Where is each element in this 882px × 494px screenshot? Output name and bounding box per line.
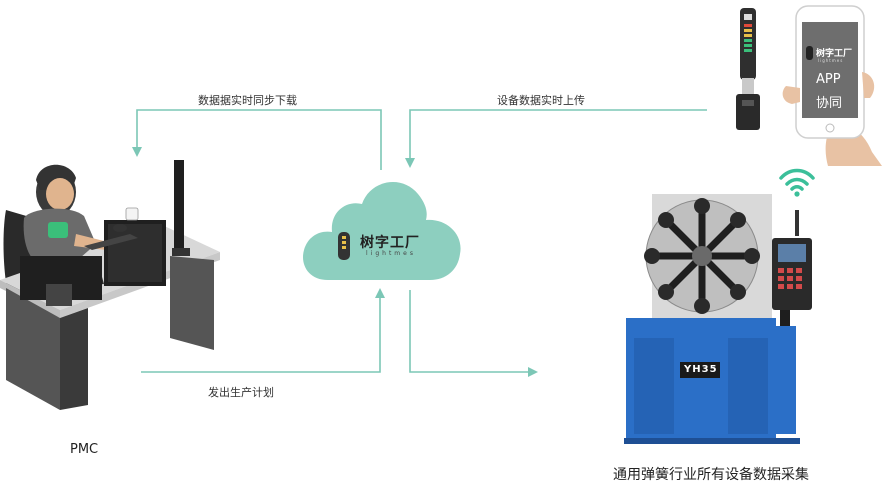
cloud-brand-sub: lightmes [366, 250, 416, 257]
arrow-sync-down [132, 109, 382, 170]
label-sync-down: 数据据实时同步下载 [198, 94, 297, 107]
label-upload: 设备数据实时上传 [497, 94, 585, 107]
phone-brand: 树字工厂 [816, 49, 853, 59]
desk-worker-illustration [0, 160, 220, 410]
machine-caption: 通用弹簧行业所有设备数据采集 [613, 467, 809, 483]
arrow-plan [141, 288, 385, 373]
phone-icon: 树字工厂 lightmes APP 协同 [778, 2, 882, 166]
wifi-icon [779, 168, 815, 197]
brand-logo-icon [338, 232, 350, 260]
phone-brand-sub: lightmes [818, 58, 844, 63]
label-plan: 发出生产计划 [208, 386, 274, 399]
pmc-label: PMC [70, 442, 99, 457]
app-collab-label: 协同 [816, 96, 843, 111]
arrow-upload [405, 109, 707, 168]
arrow-to-machine [409, 290, 538, 377]
cloud-icon [303, 181, 461, 280]
cloud-brand: 树字工厂 [360, 235, 420, 251]
machine-model-plate: YH35 [684, 364, 718, 375]
app-label: APP [816, 72, 841, 87]
spring-machine-illustration [624, 194, 812, 444]
signal-tower-icon [736, 8, 760, 130]
